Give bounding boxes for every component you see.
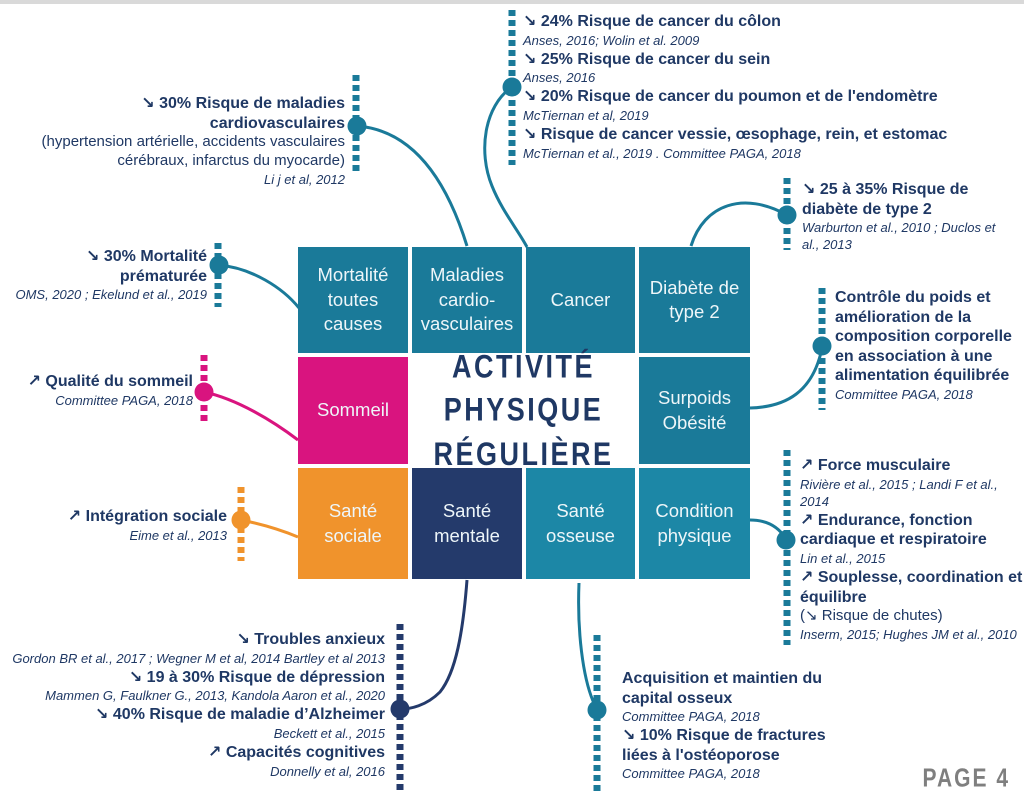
connector-weight: [749, 347, 824, 410]
callout-cardiovasculaires: ↘ 30% Risque de maladies cardiovasculair…: [5, 93, 345, 188]
tile-label: Sommeil: [317, 399, 389, 421]
tile-sante-mentale: Santé mentale: [412, 468, 522, 579]
connector-cardio: [356, 124, 469, 247]
callout-citation: Mammen G, Faulkner G., 2013, Kandola Aar…: [45, 688, 385, 704]
callout-citation: Rivière et al., 2015 ; Landi F et al., 2…: [800, 476, 998, 509]
node-dot-diabetes: [777, 205, 797, 225]
callout-citation: Lin et al., 2015: [800, 550, 886, 566]
node-dot-cardio: [347, 116, 367, 136]
connector-mortality: [218, 263, 301, 309]
callout-citation: Committee PAGA, 2018: [622, 709, 760, 725]
callout-condition-physique: ↗ Force musculaire Rivière et al., 2015 …: [800, 455, 1024, 643]
callout-citation: Inserm, 2015; Hughes JM et al., 2010: [800, 626, 1017, 642]
callout-title: ↘ Risque de cancer vessie, œsophage, rei…: [523, 126, 948, 144]
tile-surpoids-obesite: Surpoids Obésité: [639, 357, 750, 464]
tile-diabete-type-2: Diabète de type 2: [639, 247, 750, 353]
callout-citation: Donnelly et al, 2016: [270, 763, 385, 779]
callout-citation: Warburton et al., 2010 ; Duclos et al., …: [802, 220, 996, 253]
callout-title: Acquisition et maintien du capital osseu…: [622, 670, 823, 707]
node-dot-mortality: [209, 255, 229, 275]
callout-title: ↘ 10% Risque de fractures liées à l'osté…: [622, 727, 826, 764]
connector-cancer: [483, 85, 529, 248]
callout-mortalite-prematuree: ↘ 30% Mortalité prématurée OMS, 2020 ; E…: [2, 246, 207, 303]
callout-title: ↗ Endurance, fonction cardiaque et respi…: [800, 511, 987, 549]
callout-citation: McTiernan et al., 2019 . Committee PAGA,…: [523, 145, 801, 161]
page-top-edge: [0, 0, 1024, 4]
central-title: Activité Physique Régulière: [412, 346, 635, 474]
tile-label: Mortalité toutes causes: [317, 264, 389, 335]
tile-label: Santé mentale: [434, 500, 500, 546]
tile-cancer: Cancer: [526, 247, 635, 353]
node-dot-mental: [390, 699, 410, 719]
connector-mental: [400, 579, 469, 711]
callout-title: ↗ Force musculaire: [800, 457, 951, 474]
callout-title: ↗ Capacités cognitives: [207, 744, 385, 762]
callout-citation: Committee PAGA, 2018: [55, 392, 193, 408]
callout-title: ↗ Intégration sociale: [67, 508, 227, 525]
node-dot-cancer: [502, 77, 522, 97]
callout-title: ↗ Qualité du sommeil: [27, 373, 193, 390]
tile-label: Surpoids Obésité: [657, 387, 731, 433]
callout-title: ↘ 40% Risque de maladie d’Alzheimer: [95, 706, 385, 724]
callout-sante-mentale: ↘ Troubles anxieux Gordon BR et al., 201…: [0, 629, 385, 780]
node-dot-social: [231, 510, 251, 530]
tile-sante-sociale: Santé sociale: [298, 468, 408, 579]
callout-title: ↘ 30% Risque de maladies cardiovasculair…: [141, 95, 345, 132]
connector-sleep: [203, 390, 299, 442]
tile-label: Condition physique: [655, 500, 734, 546]
tile-label: Diabète de type 2: [649, 276, 740, 322]
callout-capital-osseux: Acquisition et maintien du capital osseu…: [622, 668, 837, 782]
callout-citation: Committee PAGA, 2018: [835, 386, 973, 402]
tile-label: Santé sociale: [324, 500, 382, 546]
dashed-line-mortality: [214, 243, 222, 307]
tile-maladies-cardiovasculaires: Maladies cardio-vasculaires: [412, 247, 522, 353]
central-title-line1: Activité Physique: [443, 348, 604, 429]
callout-citation: McTiernan et al, 2019: [523, 107, 649, 123]
callout-qualite-sommeil: ↗ Qualité du sommeil Committee PAGA, 201…: [3, 371, 193, 409]
node-dot-fitness: [776, 530, 796, 550]
callout-controle-poids: Contrôle du poids et amélioration de la …: [835, 287, 1024, 403]
callout-citation: Anses, 2016: [523, 70, 596, 86]
callout-title: ↘ Troubles anxieux: [236, 631, 385, 648]
callout-citation: Beckett et al., 2015: [273, 725, 385, 741]
callout-title: Contrôle du poids et amélioration de la …: [835, 289, 1012, 385]
tile-label: Cancer: [550, 288, 611, 310]
tile-condition-physique: Condition physique: [639, 468, 750, 579]
callout-title: ↘ 30% Mortalité prématurée: [86, 248, 207, 285]
callout-subtitle: (↘ Risque de chutes): [800, 607, 943, 625]
callout-citation: Anses, 2016; Wolin et al. 2009: [523, 32, 700, 48]
page-number-label: Page 4: [922, 764, 1010, 793]
callout-citation: Li j et al, 2012: [264, 171, 345, 187]
callout-title: ↘ 19 à 30% Risque de dépression: [128, 668, 385, 686]
tile-sante-osseuse: Santé osseuse: [526, 468, 635, 579]
callout-title: ↘ 20% Risque de cancer du poumon et de l…: [523, 88, 938, 106]
callout-citation: OMS, 2020 ; Ekelund et al., 2019: [15, 287, 207, 303]
callout-integration-sociale: ↗ Intégration sociale Eime et al., 2013: [27, 506, 227, 544]
callout-citation: Gordon BR et al., 2017 ; Wegner M et al,…: [12, 650, 385, 666]
tile-mortalite-toutes-causes: Mortalité toutes causes: [298, 247, 408, 353]
node-dot-bone: [587, 700, 607, 720]
callout-title: ↘ 24% Risque de cancer du côlon: [523, 13, 781, 30]
tile-label: Maladies cardio-vasculaires: [420, 264, 514, 335]
node-dot-sleep: [194, 382, 214, 402]
tile-sommeil: Sommeil: [298, 357, 408, 464]
connector-diabetes: [689, 201, 788, 247]
callout-citation: Committee PAGA, 2018: [622, 766, 760, 782]
callout-citation: Eime et al., 2013: [129, 527, 227, 543]
callout-cancer: ↘ 24% Risque de cancer du côlon Anses, 2…: [523, 11, 953, 162]
callout-subtitle: (hypertension artérielle, accidents vasc…: [41, 133, 345, 169]
callout-title: ↘ 25% Risque de cancer du sein: [523, 50, 771, 68]
tile-label: Santé osseuse: [546, 500, 615, 546]
callout-diabete: ↘ 25 à 35% Risque de diabète de type 2 W…: [802, 179, 1007, 253]
central-title-line2: Régulière: [433, 435, 614, 472]
node-dot-weight: [812, 336, 832, 356]
callout-title: ↘ 25 à 35% Risque de diabète de type 2: [802, 181, 969, 218]
callout-title: ↗ Souplesse, coordination et équilibre: [800, 569, 1023, 606]
